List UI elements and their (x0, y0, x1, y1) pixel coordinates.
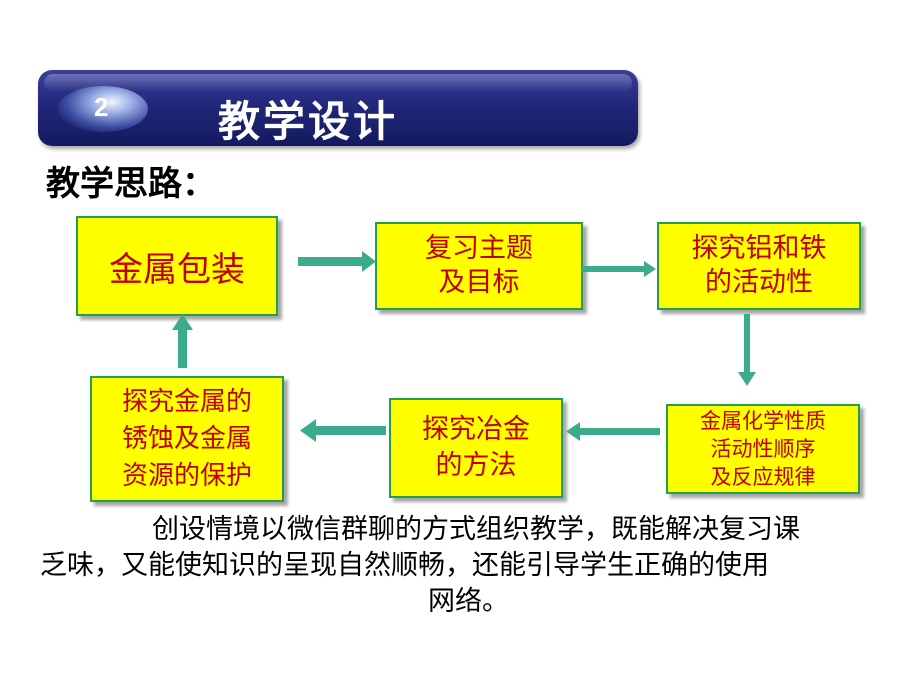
section-number: 2 (94, 92, 109, 122)
subtitle: 教学思路： (46, 164, 216, 204)
flow-box-metal-packaging: 金属包装 (76, 216, 278, 316)
paragraph-line: 网络。 (428, 586, 509, 617)
page-title: 教学设计 (218, 97, 399, 146)
section-badge-icon (58, 86, 148, 132)
description-paragraph: 创设情境以微信群聊的方式组织教学，既能解决复习课 乏味，又能使知识的呈现自然顺畅… (40, 512, 900, 620)
flow-box-text: 的活动性 (705, 267, 813, 298)
arrow-right-icon (298, 251, 376, 272)
flow-box-text: 资源的保护 (121, 460, 252, 491)
arrow-right-icon (582, 261, 656, 277)
flow-box-review-topic: 复习主题 及目标 (375, 222, 583, 310)
flow-box-text: 探究铝和铁 (691, 233, 827, 264)
arrow-left-icon (300, 419, 386, 442)
flow-box-text: 及目标 (438, 267, 520, 298)
flow-box-metallurgy: 探究冶金 的方法 (389, 398, 563, 498)
flow-box-corrosion-protection: 探究金属的 锈蚀及金属 资源的保护 (90, 376, 284, 502)
flow-box-chemical-properties: 金属化学性质 活动性顺序 及反应规律 (666, 404, 860, 494)
arrow-left-icon (566, 422, 660, 441)
flow-box-text: 探究金属的 (121, 386, 252, 417)
flow-box-text: 金属化学性质 (700, 409, 826, 433)
paragraph-line: 乏味，又能使知识的呈现自然顺畅，还能引导学生正确的使用 (40, 550, 769, 581)
flow-box-text: 及反应规律 (710, 465, 816, 489)
paragraph-line: 创设情境以微信群聊的方式组织教学，既能解决复习课 (152, 514, 800, 545)
flow-box-al-fe-activity: 探究铝和铁 的活动性 (657, 222, 861, 310)
flow-box-text: 探究冶金 (422, 414, 530, 445)
flow-box-text: 金属包装 (109, 249, 245, 290)
flow-box-text: 的方法 (435, 450, 517, 481)
flow-box-text: 活动性顺序 (710, 437, 816, 461)
flow-box-text: 复习主题 (425, 233, 533, 264)
flow-box-text: 锈蚀及金属 (121, 423, 252, 454)
arrow-up-icon (172, 314, 193, 368)
arrow-down-icon (738, 314, 756, 386)
